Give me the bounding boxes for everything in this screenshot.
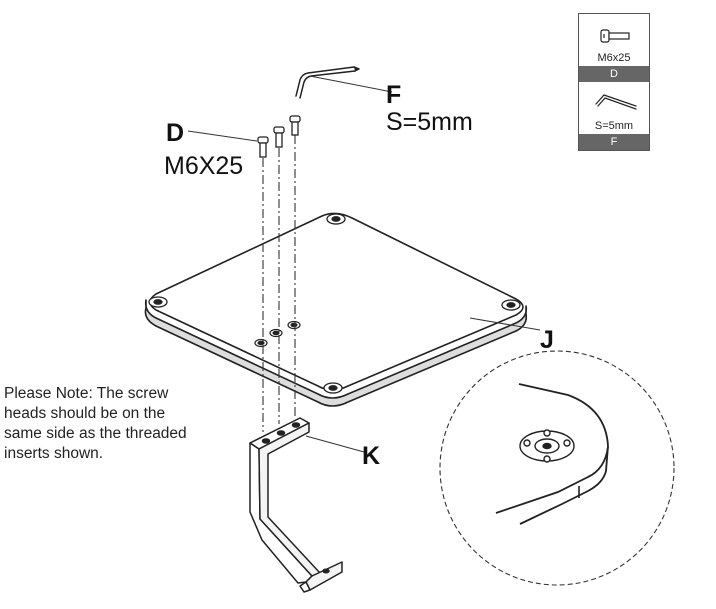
legend-code-f: F <box>579 134 649 150</box>
alignment-lines <box>262 135 296 432</box>
insert-bottom <box>323 382 343 394</box>
assembly-note: Please Note: The screw heads should be o… <box>4 384 219 464</box>
insert-left <box>148 296 168 308</box>
label-j: J <box>540 326 554 354</box>
note-line-2: heads should be on the <box>4 405 166 422</box>
note-line-4: inserts shown. <box>4 445 104 462</box>
bolt-2 <box>273 126 285 148</box>
legend-caption-f: S=5mm <box>594 120 634 132</box>
legend-item-d: M6x25 <box>579 14 649 66</box>
hex-key-f <box>295 66 360 99</box>
legend-caption-d: M6x25 <box>597 52 631 64</box>
bolt-icon <box>600 29 630 43</box>
note-line-3: same side as the threaded <box>4 425 187 442</box>
mounting-plate-j <box>144 212 528 407</box>
bolt-3 <box>289 115 301 136</box>
label-f-spec: S=5mm <box>386 108 473 136</box>
hex-key-icon <box>595 94 637 110</box>
note-line-1: Please Note: The screw <box>4 385 169 402</box>
parts-legend: M6x25 D S=5mm F <box>578 13 650 151</box>
detail-view <box>439 350 675 586</box>
label-f: F <box>386 81 402 109</box>
bracket-k <box>249 417 343 593</box>
legend-code-d: D <box>579 66 649 82</box>
bolt-1 <box>257 136 269 158</box>
leader-lines <box>187 75 541 453</box>
insert-top <box>326 213 346 225</box>
legend-item-f: S=5mm <box>579 82 649 134</box>
plate-inserts <box>148 213 521 394</box>
insert-right <box>501 299 521 311</box>
label-d-spec: M6X25 <box>164 152 244 180</box>
label-d: D <box>166 119 185 147</box>
bolts-d <box>257 115 301 158</box>
detail-insert <box>519 429 575 463</box>
label-k: K <box>362 442 381 470</box>
